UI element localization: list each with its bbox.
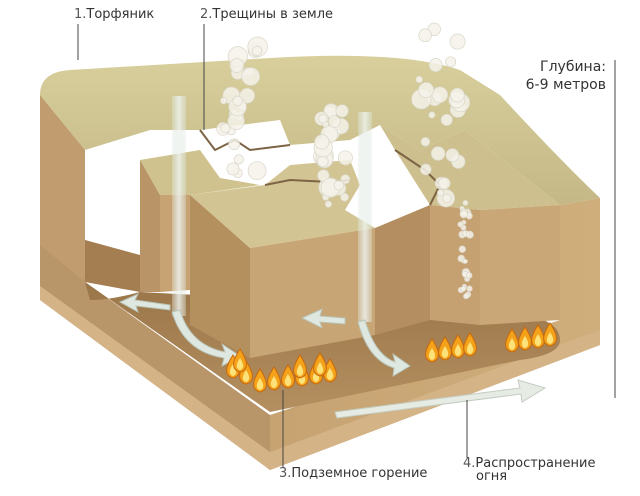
smoke-bubble bbox=[233, 154, 244, 165]
back-block-left-top bbox=[140, 150, 260, 195]
smoke-bubble bbox=[220, 123, 231, 134]
flame bbox=[323, 358, 337, 383]
smoke-bubble bbox=[316, 155, 329, 168]
smoke-bubble bbox=[463, 293, 470, 300]
flame bbox=[233, 348, 247, 373]
label-peat-number: 1. bbox=[74, 7, 87, 22]
smoke-bubble bbox=[232, 95, 243, 106]
back-block-right-front2 bbox=[375, 205, 430, 335]
smoke-bubble bbox=[458, 245, 466, 253]
label-cracks: 2.Трещины в земле bbox=[200, 7, 333, 22]
label-burning-number: 3. bbox=[279, 466, 292, 481]
smoke-bubble bbox=[251, 45, 263, 56]
smoke-bubble bbox=[431, 86, 449, 104]
label-cracks-number: 2. bbox=[200, 7, 213, 22]
smoke-bubble bbox=[340, 174, 351, 185]
back-block-right-top bbox=[380, 125, 560, 210]
smoke-bubble bbox=[465, 230, 474, 239]
flame bbox=[543, 322, 557, 347]
label-peat-text: Торфяник bbox=[86, 7, 155, 22]
smoke-bubble bbox=[324, 200, 332, 208]
block-left-face bbox=[40, 95, 270, 470]
smoke-bubble bbox=[420, 137, 431, 147]
smoke-bubble bbox=[437, 189, 445, 197]
depth-label: Глубина: 6-9 метров bbox=[526, 58, 606, 94]
air-flow-arrow-center bbox=[300, 308, 346, 329]
back-block-right-front bbox=[430, 205, 480, 325]
smoke-bubble bbox=[228, 138, 240, 151]
flame bbox=[505, 328, 519, 353]
smoke-bubble bbox=[457, 221, 464, 228]
smoke-bubble bbox=[440, 113, 453, 126]
center-block-front bbox=[250, 228, 375, 358]
flame bbox=[425, 338, 439, 363]
smoke-bubble bbox=[420, 163, 432, 176]
air-shaft-right bbox=[358, 112, 372, 322]
smoke-bubble bbox=[428, 58, 443, 73]
smoke-bubble bbox=[337, 150, 353, 166]
label-burning-text: Подземное горение bbox=[291, 466, 428, 481]
smoke-bubble bbox=[466, 285, 473, 292]
smoke-bubble bbox=[229, 58, 245, 73]
fire-spread-arrow bbox=[334, 379, 547, 419]
smoke-bubble bbox=[333, 180, 345, 191]
smoke-bubble bbox=[219, 97, 228, 105]
smoke-bubble bbox=[428, 111, 436, 119]
smoke-bubble bbox=[241, 67, 261, 86]
flame bbox=[293, 354, 307, 379]
smoke-bubble bbox=[314, 134, 330, 150]
back-block-left-front bbox=[140, 160, 160, 292]
air-flow-arrow-back bbox=[118, 292, 171, 314]
smoke-bubble bbox=[239, 87, 256, 104]
smoke-bubble bbox=[449, 33, 466, 50]
air-shaft-left bbox=[172, 96, 186, 316]
fire-flames bbox=[226, 322, 557, 393]
smoke-bubble bbox=[415, 75, 423, 84]
back-block-right-side bbox=[480, 205, 560, 325]
smoke-bubble bbox=[247, 161, 267, 181]
smoke-plumes bbox=[216, 22, 474, 300]
flame bbox=[438, 336, 452, 361]
label-spread-text: Распространение bbox=[475, 456, 596, 471]
flame bbox=[463, 332, 477, 357]
smoke-bubble bbox=[442, 193, 452, 203]
smoke-bubble bbox=[226, 162, 240, 176]
label-peat: 1.Торфяник bbox=[74, 7, 154, 22]
label-spread-number: 4. bbox=[463, 456, 476, 471]
crack-line-1 bbox=[199, 129, 291, 152]
smoke-bubble bbox=[438, 177, 451, 190]
flame bbox=[518, 326, 532, 351]
smoke-bubble bbox=[430, 146, 446, 161]
smoke-bubble bbox=[465, 272, 473, 279]
block-front-face-lower bbox=[40, 286, 600, 470]
flame bbox=[313, 352, 327, 377]
smoke-bubble bbox=[418, 82, 435, 98]
center-block-left bbox=[190, 195, 250, 358]
label-cracks-text: Трещины в земле bbox=[212, 7, 334, 22]
ground-shadow-left bbox=[40, 95, 85, 282]
smoke-bubble bbox=[459, 210, 468, 219]
flame bbox=[281, 364, 295, 389]
smoke-bubble bbox=[340, 192, 349, 202]
depth-label-line2: 6-9 метров bbox=[525, 77, 606, 93]
smoke-bubble bbox=[460, 285, 467, 292]
depth-label-line1: Глубина: bbox=[540, 59, 606, 75]
smoke-bubble bbox=[462, 199, 469, 206]
flame bbox=[253, 368, 267, 393]
smoke-bubble bbox=[445, 56, 457, 68]
smoke-bubble bbox=[418, 28, 432, 43]
smoke-bubble bbox=[328, 115, 341, 128]
smoke-bubble bbox=[318, 114, 328, 124]
air-flow-arrow-right bbox=[357, 319, 411, 377]
label-spread-text2: огня bbox=[476, 469, 508, 484]
smoke-bubble bbox=[445, 148, 460, 162]
cave-back bbox=[85, 240, 140, 292]
smoke-bubble bbox=[335, 104, 349, 118]
flame bbox=[267, 366, 281, 391]
smoke-bubble bbox=[462, 258, 468, 264]
label-underground-burning: 3.Подземное горение bbox=[279, 466, 427, 481]
smoke-bubble bbox=[449, 87, 465, 103]
